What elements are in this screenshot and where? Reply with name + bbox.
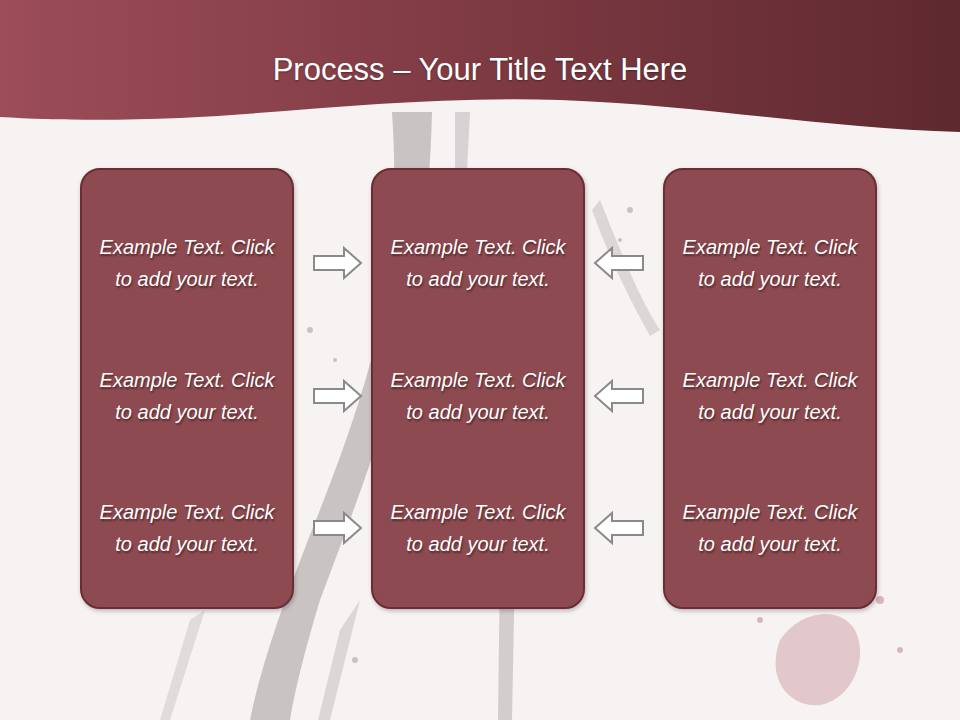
process-box: Example Text. Click to add your text. Exa… — [80, 168, 294, 609]
header-band — [0, 0, 960, 132]
slide-title: Process – Your Title Text Here — [0, 52, 960, 88]
block-arrow — [314, 248, 361, 278]
box-text: Example Text. Click to add your text. — [677, 496, 863, 560]
box-text: Example Text. Click to add your text. — [385, 496, 571, 560]
box-text: Example Text. Click to add your text. — [677, 231, 863, 295]
box-text: Example Text. Click to add your text. — [677, 364, 863, 428]
process-box: Example Text. Click to add your text. Exa… — [663, 168, 877, 609]
process-box: Example Text. Click to add your text. Exa… — [371, 168, 585, 609]
box-text: Example Text. Click to add your text. — [385, 231, 571, 295]
block-arrow — [314, 513, 361, 543]
block-arrow — [595, 513, 643, 543]
box-text: Example Text. Click to add your text. — [94, 496, 280, 560]
box-text: Example Text. Click to add your text. — [94, 231, 280, 295]
box-text: Example Text. Click to add your text. — [385, 364, 571, 428]
block-arrow — [314, 381, 361, 411]
block-arrow — [595, 381, 643, 411]
pink-splatter — [757, 596, 903, 705]
block-arrow — [595, 248, 643, 278]
box-text: Example Text. Click to add your text. — [94, 364, 280, 428]
